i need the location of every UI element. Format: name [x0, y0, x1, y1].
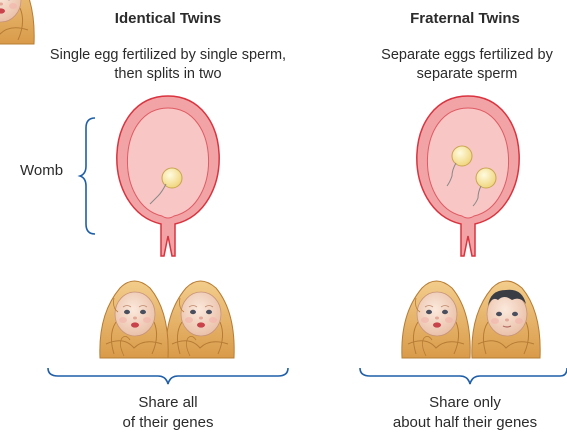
identical-title: Identical Twins — [43, 10, 293, 27]
identical-description-line-2: then splits in two — [18, 65, 318, 84]
fraternal-baby-1 — [402, 281, 470, 358]
fraternal-share-text: Share only about half their genes — [355, 393, 567, 433]
identical-share-text: Share all of their genes — [58, 393, 278, 433]
womb-bracket — [80, 118, 95, 234]
fraternal-womb — [417, 96, 519, 256]
fraternal-egg-1 — [452, 146, 472, 166]
identical-description-line-1: Single egg fertilized by single sperm, — [18, 46, 318, 65]
identical-description: Single egg fertilized by single sperm, t… — [18, 46, 318, 84]
identical-baby-1 — [100, 281, 168, 358]
fraternal-egg-2 — [476, 168, 496, 188]
identical-share-bracket — [48, 368, 288, 384]
fraternal-share-line-2: about half their genes — [355, 413, 567, 433]
fraternal-share-line-1: Share only — [355, 393, 567, 413]
fraternal-description-line-2: separate sperm — [317, 65, 567, 84]
fraternal-description: Separate eggs fertilized by separate spe… — [317, 46, 567, 84]
identical-baby-2 — [166, 281, 234, 358]
identical-share-line-2: of their genes — [58, 413, 278, 433]
fraternal-title: Fraternal Twins — [340, 10, 567, 27]
womb-label: Womb — [20, 162, 63, 179]
fraternal-baby-2 — [472, 281, 540, 358]
fraternal-share-bracket — [360, 368, 567, 384]
fraternal-description-line-1: Separate eggs fertilized by — [317, 46, 567, 65]
identical-share-line-1: Share all — [58, 393, 278, 413]
baby-template — [0, 0, 34, 44]
